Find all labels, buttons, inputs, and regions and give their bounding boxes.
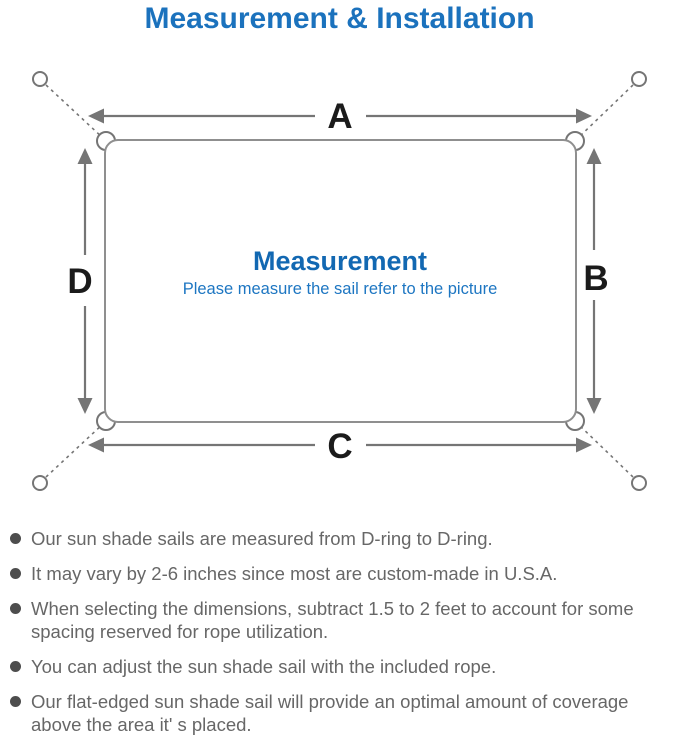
diagram-center-subtitle: Please measure the sail refer to the pic… bbox=[183, 280, 498, 298]
rope-line-top-left bbox=[45, 84, 105, 140]
anchor-point-top-right bbox=[631, 71, 647, 87]
rope-line-top-right bbox=[576, 84, 634, 140]
arrowhead-b-up bbox=[586, 148, 602, 164]
dimension-label-b: B bbox=[583, 259, 608, 298]
bullet-icon bbox=[10, 661, 21, 672]
bullet-icon bbox=[10, 603, 21, 614]
rope-line-bottom-right bbox=[576, 422, 634, 478]
anchor-point-top-left bbox=[32, 71, 48, 87]
bullet-icon bbox=[10, 568, 21, 579]
rope-line-bottom-left bbox=[45, 422, 105, 478]
list-item: Our sun shade sails are measured from D-… bbox=[8, 527, 673, 550]
note-text: It may vary by 2-6 inches since most are… bbox=[31, 563, 558, 584]
note-text: Our flat-edged sun shade sail will provi… bbox=[31, 691, 629, 735]
bullet-icon bbox=[10, 533, 21, 544]
diagram-center-title: Measurement bbox=[253, 246, 427, 276]
dimension-label-c: C bbox=[327, 427, 352, 466]
arrowhead-c-right bbox=[576, 437, 592, 453]
anchor-point-bottom-left bbox=[32, 475, 48, 491]
dimension-label-d: D bbox=[67, 262, 92, 301]
notes-list: Our sun shade sails are measured from D-… bbox=[8, 527, 673, 739]
dimension-label-a: A bbox=[327, 97, 352, 136]
arrowhead-d-down bbox=[77, 398, 93, 414]
note-text: You can adjust the sun shade sail with t… bbox=[31, 656, 497, 677]
sail-outline bbox=[104, 139, 577, 423]
arrowhead-b-down bbox=[586, 398, 602, 414]
arrowhead-a-left bbox=[88, 108, 104, 124]
measurement-diagram: A C D B Measurement Please measure the s… bbox=[32, 71, 647, 491]
arrowhead-c-left bbox=[88, 437, 104, 453]
note-text: Our sun shade sails are measured from D-… bbox=[31, 528, 493, 549]
arrowhead-a-right bbox=[576, 108, 592, 124]
list-item: You can adjust the sun shade sail with t… bbox=[8, 655, 673, 678]
arrowhead-d-up bbox=[77, 148, 93, 164]
anchor-point-bottom-right bbox=[631, 475, 647, 491]
note-text: When selecting the dimensions, subtract … bbox=[31, 598, 634, 642]
bullet-icon bbox=[10, 696, 21, 707]
list-item: When selecting the dimensions, subtract … bbox=[8, 597, 673, 643]
page-title: Measurement & Installation bbox=[144, 2, 535, 35]
list-item: Our flat-edged sun shade sail will provi… bbox=[8, 690, 673, 736]
list-item: It may vary by 2-6 inches since most are… bbox=[8, 562, 673, 585]
